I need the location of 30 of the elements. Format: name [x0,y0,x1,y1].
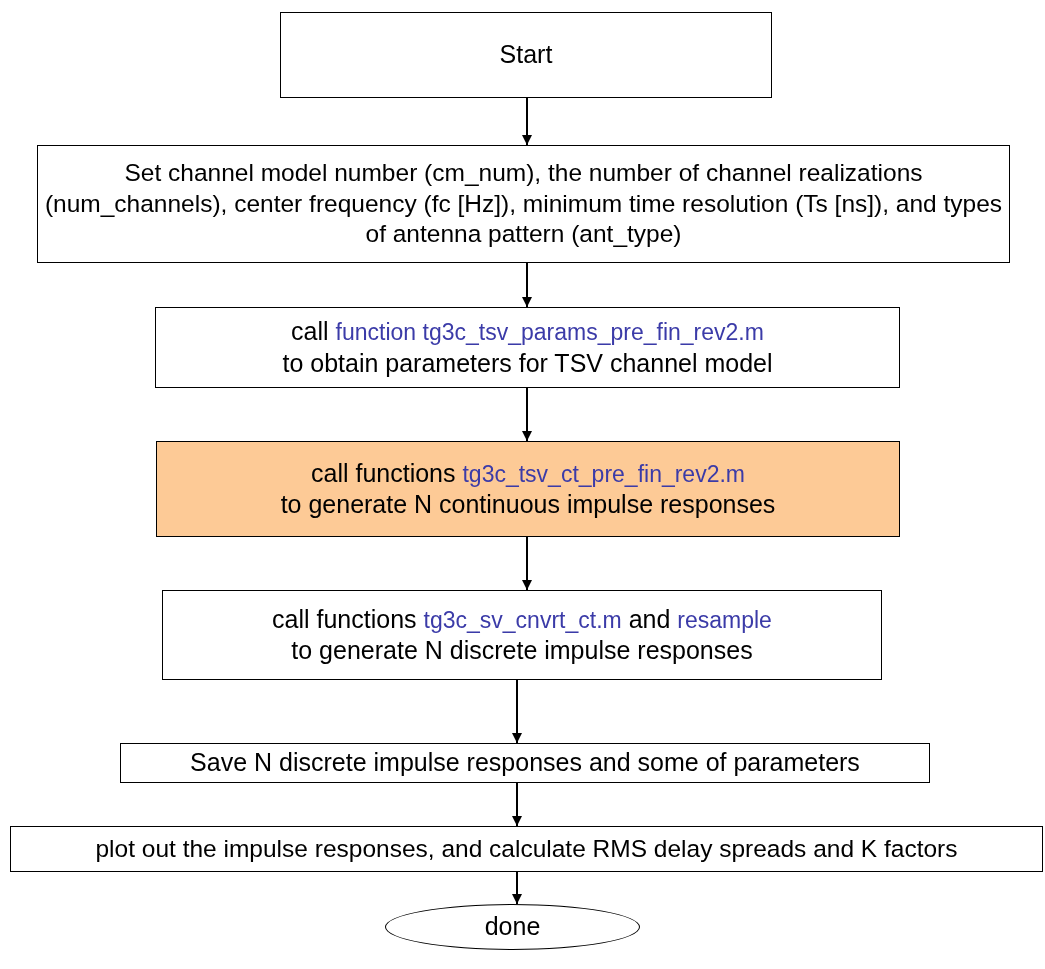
process-box [37,145,1010,263]
node-label: plot out the impulse responses, and calculate RMS delay spreads and K factors [95,834,958,862]
arrow [522,97,532,146]
arrow [522,536,532,591]
node-label: Save N discrete impulse responses and some of parameters [190,748,860,777]
function-name: tg3c_sv_cnvrt_ct.m [423,606,622,633]
process-box [120,743,930,783]
step-text: to generate N discrete impulse responses [291,636,753,664]
node-label: Set channel model number (cm_num), the number of channel realizations (num_channels), center frequency (fc [Hz]), minimum time resolution (Ts [ns]), and types of antenna pattern (ant_type) [44,159,1003,248]
arrow [522,387,532,442]
function-name: function tg3c_tsv_params_pre_fin_rev2.m [335,319,764,346]
step-text: call [291,317,329,346]
function-name: resample [677,606,772,633]
process-box [10,826,1043,872]
process-box [156,441,900,537]
arrow [522,262,532,308]
arrow [512,679,522,744]
arrow [512,871,522,905]
start-box [280,12,772,98]
node-label: done [484,912,541,941]
step-text: call functions [311,458,456,487]
function-name: tg3c_tsv_ct_pre_fin_rev2.m [462,460,745,487]
step-text: call functions [272,604,417,633]
step-text: to generate N continuous impulse responses [280,490,776,518]
step-text: to obtain parameters for TSV channel model [282,348,773,377]
step-text: and [628,604,671,633]
process-box [155,307,900,388]
process-box [162,590,882,680]
node-label: Start [499,40,553,69]
arrow [512,782,522,827]
